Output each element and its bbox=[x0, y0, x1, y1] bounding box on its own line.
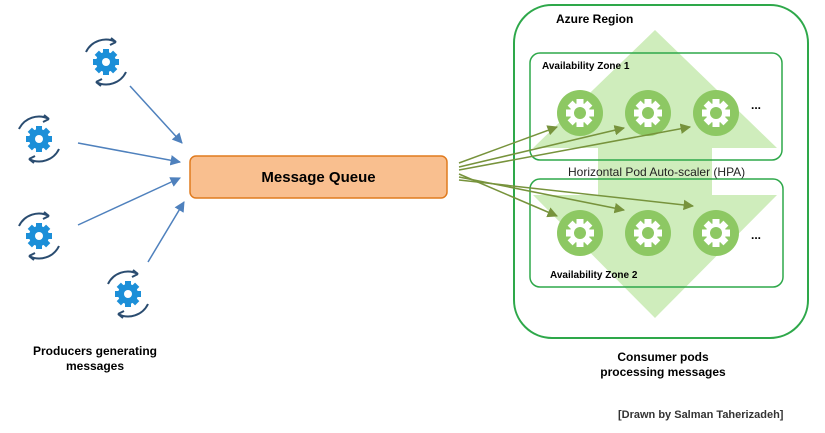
producer-3-icon bbox=[18, 211, 60, 261]
availability-zone-2-label: Availability Zone 2 bbox=[550, 270, 638, 281]
consumer-pod-1-icon bbox=[557, 90, 603, 136]
consumer-arrow-1 bbox=[458, 125, 558, 164]
message-queue-box bbox=[189, 155, 448, 199]
consumer-pod-3-icon bbox=[693, 90, 739, 136]
consumer-arrow-3 bbox=[458, 123, 692, 171]
hpa-label: Horizontal Pod Auto-scaler (HPA) bbox=[568, 165, 746, 179]
consumer-pod-5-icon bbox=[625, 210, 671, 256]
zone-1-more-pods: ... bbox=[751, 98, 762, 112]
availability-zone-2-box bbox=[529, 178, 784, 288]
message-queue-label: Message Queue bbox=[261, 168, 376, 186]
consumer-pod-6-icon bbox=[693, 210, 739, 256]
consumer-arrow-2 bbox=[458, 125, 626, 168]
producer-arrow-2 bbox=[77, 142, 182, 166]
consumers-caption: Consumer pods processing messages bbox=[600, 350, 726, 379]
credit-label: [Drawn by Salman Taherizadeh] bbox=[618, 409, 784, 421]
producer-arrow-1 bbox=[129, 85, 183, 144]
consumer-pod-4-icon bbox=[557, 210, 603, 256]
producer-2-icon bbox=[18, 114, 60, 164]
producers-caption: Producers generating messages bbox=[32, 344, 158, 373]
producer-arrow-4 bbox=[147, 201, 185, 263]
producer-4-icon bbox=[107, 269, 149, 319]
producer-1-icon bbox=[85, 37, 127, 87]
availability-zone-1-label: Availability Zone 1 bbox=[542, 61, 630, 72]
consumer-pod-2-icon bbox=[625, 90, 671, 136]
availability-zone-1-box bbox=[529, 52, 783, 161]
zone-2-more-pods: ... bbox=[751, 228, 762, 242]
producer-arrow-3 bbox=[77, 177, 181, 226]
azure-region-label: Azure Region bbox=[556, 12, 634, 26]
consumer-arrow-6 bbox=[458, 179, 695, 211]
